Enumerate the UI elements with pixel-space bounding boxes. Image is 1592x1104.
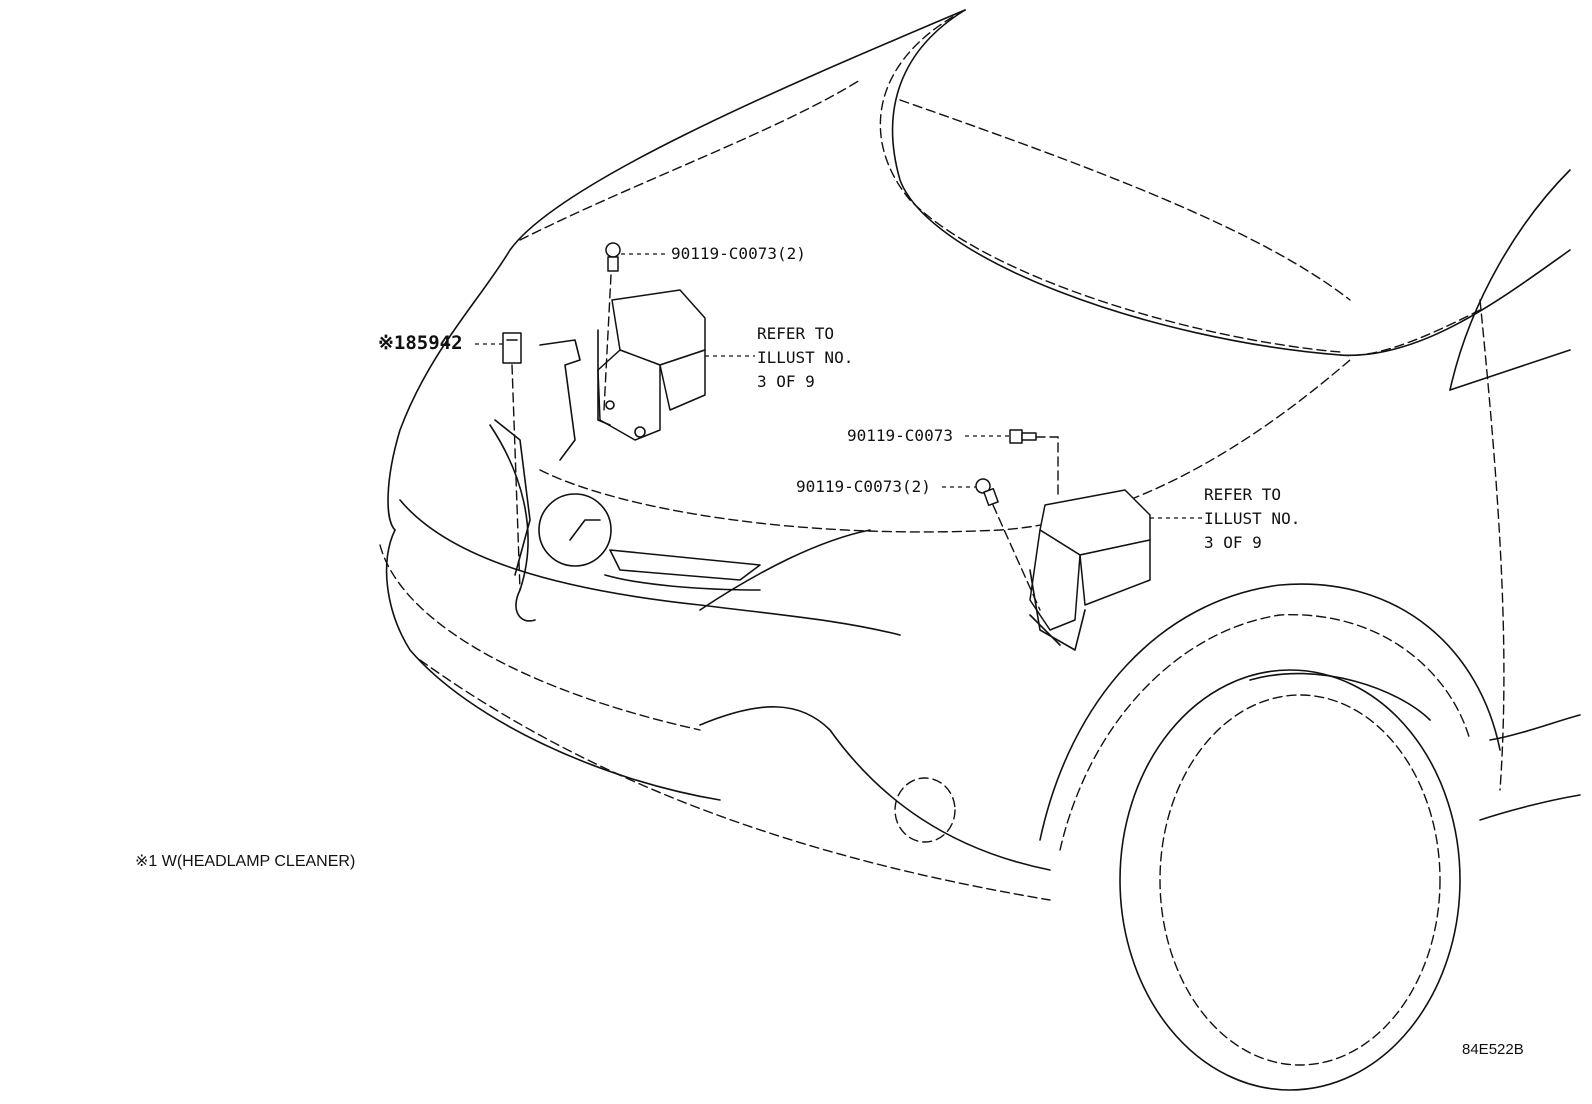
grille-slat-2 [604,574,761,591]
relay-top-ref-line-3: 3 OF 9 [757,372,815,391]
bumper-upper [399,499,901,636]
bolt-top-icon [605,242,621,272]
relay-right-ref-line-2: ILLUST NO. [1204,509,1301,528]
relay-right-ref-line-1: REFER TO [1204,485,1282,504]
grille-chevron [699,529,871,611]
tire-tread [1249,672,1431,721]
bumper-lower-dash [419,659,1051,901]
footnote: ※1 W(HEADLAMP CLEANER) [135,853,356,870]
hood-right-edge [891,9,1571,357]
a-pillar [1449,169,1571,391]
tire-outer [1119,669,1461,1091]
bolt-lower-path [992,504,1041,611]
relay-box-right [1029,489,1151,651]
bolt-mid-path [1035,436,1059,496]
washer-nozzle [569,519,601,541]
relay-box-left [597,289,706,441]
hood-crease-dash [899,99,1351,301]
tire-inner [1159,694,1441,1066]
bumper-lower [699,706,1051,871]
body-right [1489,714,1581,741]
bolt-lower-icon [975,478,999,507]
bumper-dash [379,544,701,731]
wheel-arch [1039,583,1501,841]
bolt-lower-callout: 90119-C0073(2) [796,477,931,496]
fender-dash [1339,309,1481,357]
headlamp-lens-left [494,419,531,576]
body-lower-right [1479,794,1581,821]
relay-top-ref-line-2: ILLUST NO. [757,348,854,367]
grille-slat-1 [609,549,761,581]
fog-lamp [894,777,956,843]
bolt-top-callout: 90119-C0073(2) [671,244,806,263]
relay-top-reference: REFER TO ILLUST NO. 3 OF 9 [757,322,853,394]
headlamp-bracket [539,339,581,461]
relay-right-ref-line-3: 3 OF 9 [1204,533,1262,552]
headlamp-washer-lens [538,493,612,567]
body-right-dash [1479,299,1505,791]
bolt-mid-callout: 90119-C0073 [847,426,953,445]
headlamp-housing [489,424,536,622]
hood-front-edge [539,359,1351,533]
front-fascia [385,529,721,801]
wheel-arch-dash [1059,614,1471,851]
fender-top [1449,349,1571,391]
clip-path [511,364,521,591]
relay-right-reference: REFER TO ILLUST NO. 3 OF 9 [1204,483,1300,555]
drawing-code: 84E522B [1462,1041,1524,1058]
bolt-mid-icon [1009,429,1037,444]
relay-top-ref-line-1: REFER TO [757,324,835,343]
bolt-top-path [603,274,612,411]
clip-185942-icon [502,332,522,364]
hood-panel-dash [519,79,861,241]
hood-outline [387,9,966,531]
hood-inner-dash [879,9,1341,353]
part-185942-callout: ※185942 [378,332,463,354]
